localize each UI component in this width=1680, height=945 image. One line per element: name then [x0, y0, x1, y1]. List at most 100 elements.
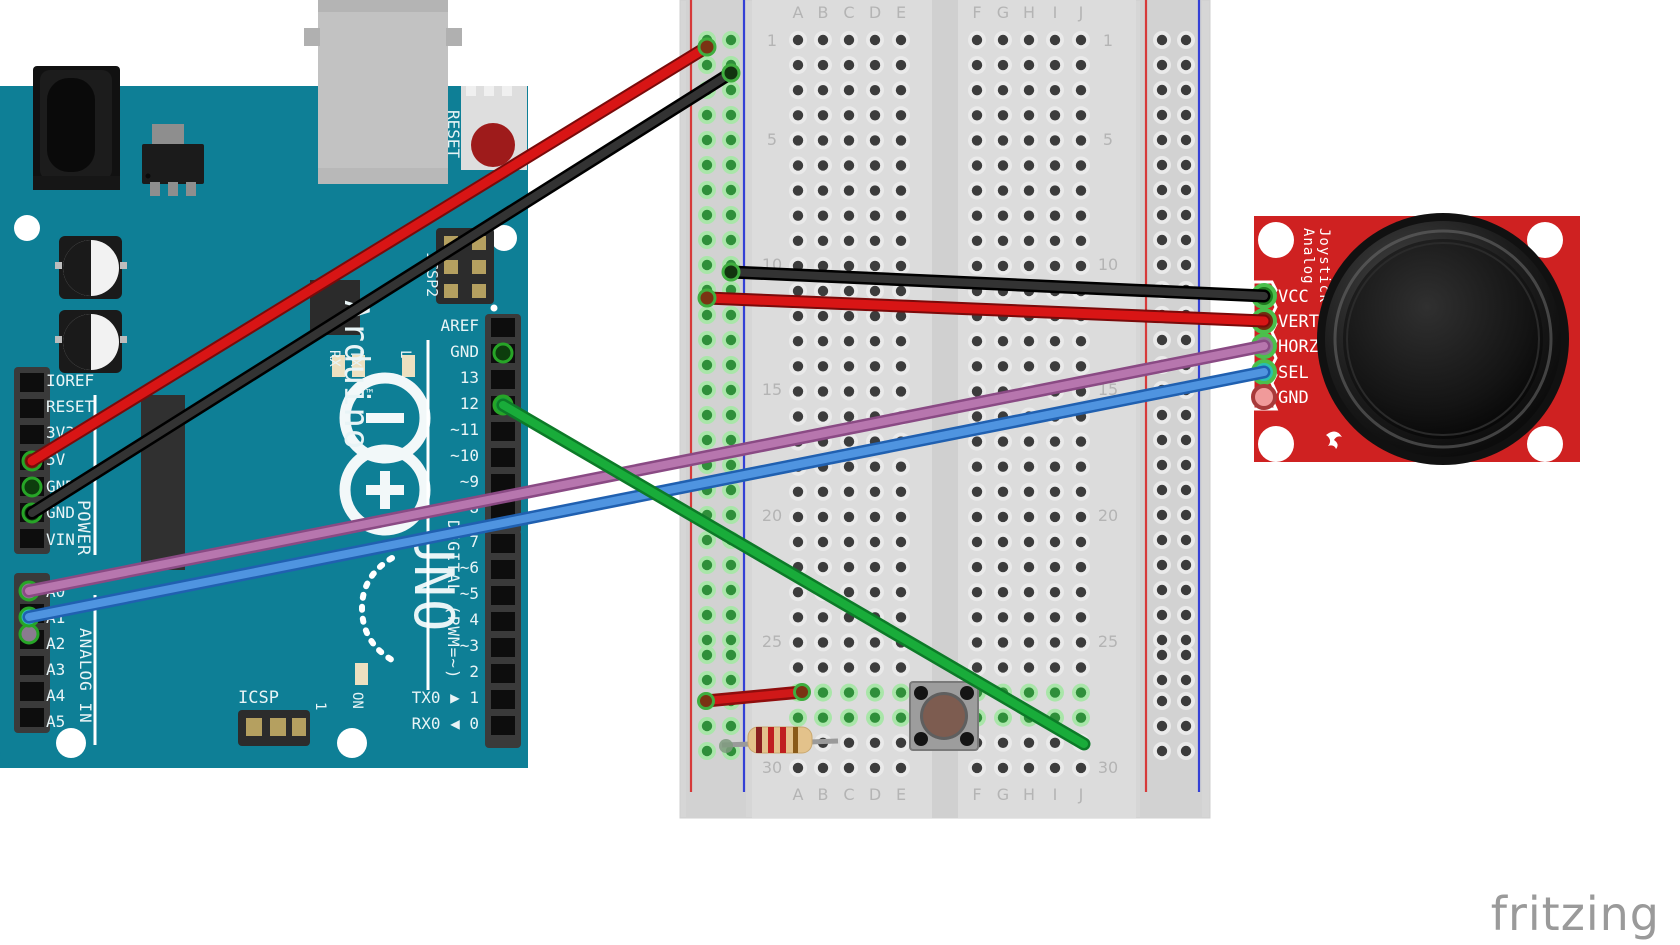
breadboard-hole[interactable] [866, 533, 884, 551]
breadboard-hole[interactable] [1153, 206, 1171, 224]
breadboard-hole[interactable] [866, 282, 884, 300]
breadboard-hole[interactable] [994, 156, 1012, 175]
breadboard-hole[interactable] [1153, 531, 1171, 549]
breadboard-hole[interactable] [1072, 131, 1090, 150]
breadboard-hole[interactable] [789, 382, 807, 401]
breadboard-hole[interactable] [814, 357, 832, 376]
breadboard-hole[interactable] [814, 282, 832, 300]
breadboard-hole[interactable] [994, 131, 1012, 150]
breadboard-hole[interactable] [1046, 231, 1064, 250]
breadboard-hole[interactable] [892, 131, 910, 150]
breadboard-hole[interactable] [698, 631, 716, 649]
breadboard-hole[interactable] [1177, 206, 1195, 224]
breadboard-hole[interactable] [698, 742, 716, 760]
wire-gnd-to-rail-minus[interactable] [25, 63, 741, 520]
breadboard-hole[interactable] [968, 457, 986, 476]
breadboard-hole[interactable] [1072, 432, 1090, 451]
breadboard-hole[interactable] [814, 231, 832, 250]
breadboard-hole[interactable] [968, 31, 986, 49]
pin-gnd1-connected[interactable] [21, 476, 43, 498]
breadboard-hole[interactable] [1153, 256, 1171, 274]
breadboard-hole[interactable] [814, 81, 832, 100]
breadboard-hole[interactable] [789, 332, 807, 351]
breadboard-hole[interactable] [994, 758, 1012, 777]
breadboard-hole[interactable] [722, 581, 740, 599]
breadboard-hole[interactable] [968, 407, 986, 426]
breadboard-hole[interactable] [968, 131, 986, 150]
breadboard-hole[interactable] [1020, 533, 1038, 551]
breadboard-hole[interactable] [840, 457, 858, 476]
breadboard-hole[interactable] [968, 507, 986, 526]
breadboard-hole[interactable] [968, 533, 986, 551]
pin-gnd-digital[interactable] [492, 342, 514, 364]
breadboard-hole[interactable] [866, 658, 884, 677]
breadboard-hole[interactable] [814, 758, 832, 777]
breadboard-hole[interactable] [789, 658, 807, 677]
digital-header-top[interactable] [485, 314, 521, 534]
breadboard-hole[interactable] [866, 56, 884, 75]
breadboard-hole[interactable] [1072, 608, 1090, 627]
breadboard-hole[interactable] [968, 633, 986, 652]
breadboard-hole[interactable] [892, 758, 910, 777]
breadboard-hole[interactable] [892, 81, 910, 100]
breadboard-hole[interactable] [1153, 81, 1171, 99]
breadboard-hole[interactable] [1072, 533, 1090, 551]
breadboard-hole[interactable] [1153, 331, 1171, 349]
breadboard-hole[interactable] [1177, 671, 1195, 689]
breadboard-hole[interactable] [892, 658, 910, 677]
breadboard-hole[interactable] [1046, 81, 1064, 100]
breadboard-hole[interactable] [814, 633, 832, 652]
breadboard-hole[interactable] [1153, 156, 1171, 174]
breadboard-hole[interactable] [698, 156, 716, 174]
breadboard-hole[interactable] [968, 432, 986, 451]
breadboard-hole[interactable] [994, 56, 1012, 75]
breadboard-hole[interactable] [1072, 332, 1090, 351]
breadboard-hole[interactable] [866, 181, 884, 200]
breadboard-hole[interactable] [1177, 56, 1195, 74]
breadboard-hole[interactable] [1153, 717, 1171, 735]
breadboard-hole[interactable] [968, 332, 986, 351]
breadboard-hole[interactable] [789, 708, 807, 727]
breadboard-hole[interactable] [840, 708, 858, 727]
breadboard-hole[interactable] [994, 256, 1012, 275]
breadboard-hole[interactable] [968, 81, 986, 100]
wire-rail-plus-to-joystick-vert[interactable] [697, 288, 1271, 328]
breadboard-hole[interactable] [1153, 606, 1171, 624]
breadboard-hole[interactable] [814, 558, 832, 577]
wire-pin12-to-button[interactable] [496, 398, 1091, 751]
breadboard-hole[interactable] [892, 733, 910, 752]
breadboard-hole[interactable] [722, 106, 740, 124]
breadboard-hole[interactable] [1177, 431, 1195, 449]
breadboard-hole[interactable] [840, 733, 858, 752]
breadboard-hole[interactable] [1153, 431, 1171, 449]
reset-button[interactable] [461, 86, 527, 170]
breadboard-hole[interactable] [892, 156, 910, 175]
breadboard-hole[interactable] [698, 56, 716, 74]
breadboard-hole[interactable] [968, 181, 986, 200]
breadboard-hole[interactable] [722, 131, 740, 149]
breadboard-hole[interactable] [789, 407, 807, 426]
breadboard-hole[interactable] [840, 432, 858, 451]
breadboard-hole[interactable] [814, 307, 832, 326]
breadboard-hole[interactable] [814, 683, 832, 702]
breadboard-hole[interactable] [814, 407, 832, 426]
breadboard-hole[interactable] [866, 81, 884, 100]
breadboard-hole[interactable] [1177, 631, 1195, 649]
breadboard-hole[interactable] [1046, 56, 1064, 75]
breadboard-hole[interactable] [789, 633, 807, 652]
breadboard-hole[interactable] [1072, 633, 1090, 652]
breadboard-hole[interactable] [1177, 606, 1195, 624]
breadboard-hole[interactable] [814, 482, 832, 501]
breadboard-hole[interactable] [994, 708, 1012, 727]
breadboard-hole[interactable] [1020, 507, 1038, 526]
breadboard-hole[interactable] [698, 231, 716, 249]
breadboard-hole[interactable] [840, 131, 858, 150]
breadboard-hole[interactable] [698, 106, 716, 124]
breadboard-hole[interactable] [722, 481, 740, 499]
breadboard-hole[interactable] [866, 457, 884, 476]
breadboard-hole[interactable] [789, 307, 807, 326]
breadboard-hole[interactable] [1177, 692, 1195, 710]
breadboard-hole[interactable] [814, 206, 832, 225]
breadboard-hole[interactable] [994, 206, 1012, 225]
breadboard-hole[interactable] [994, 432, 1012, 451]
